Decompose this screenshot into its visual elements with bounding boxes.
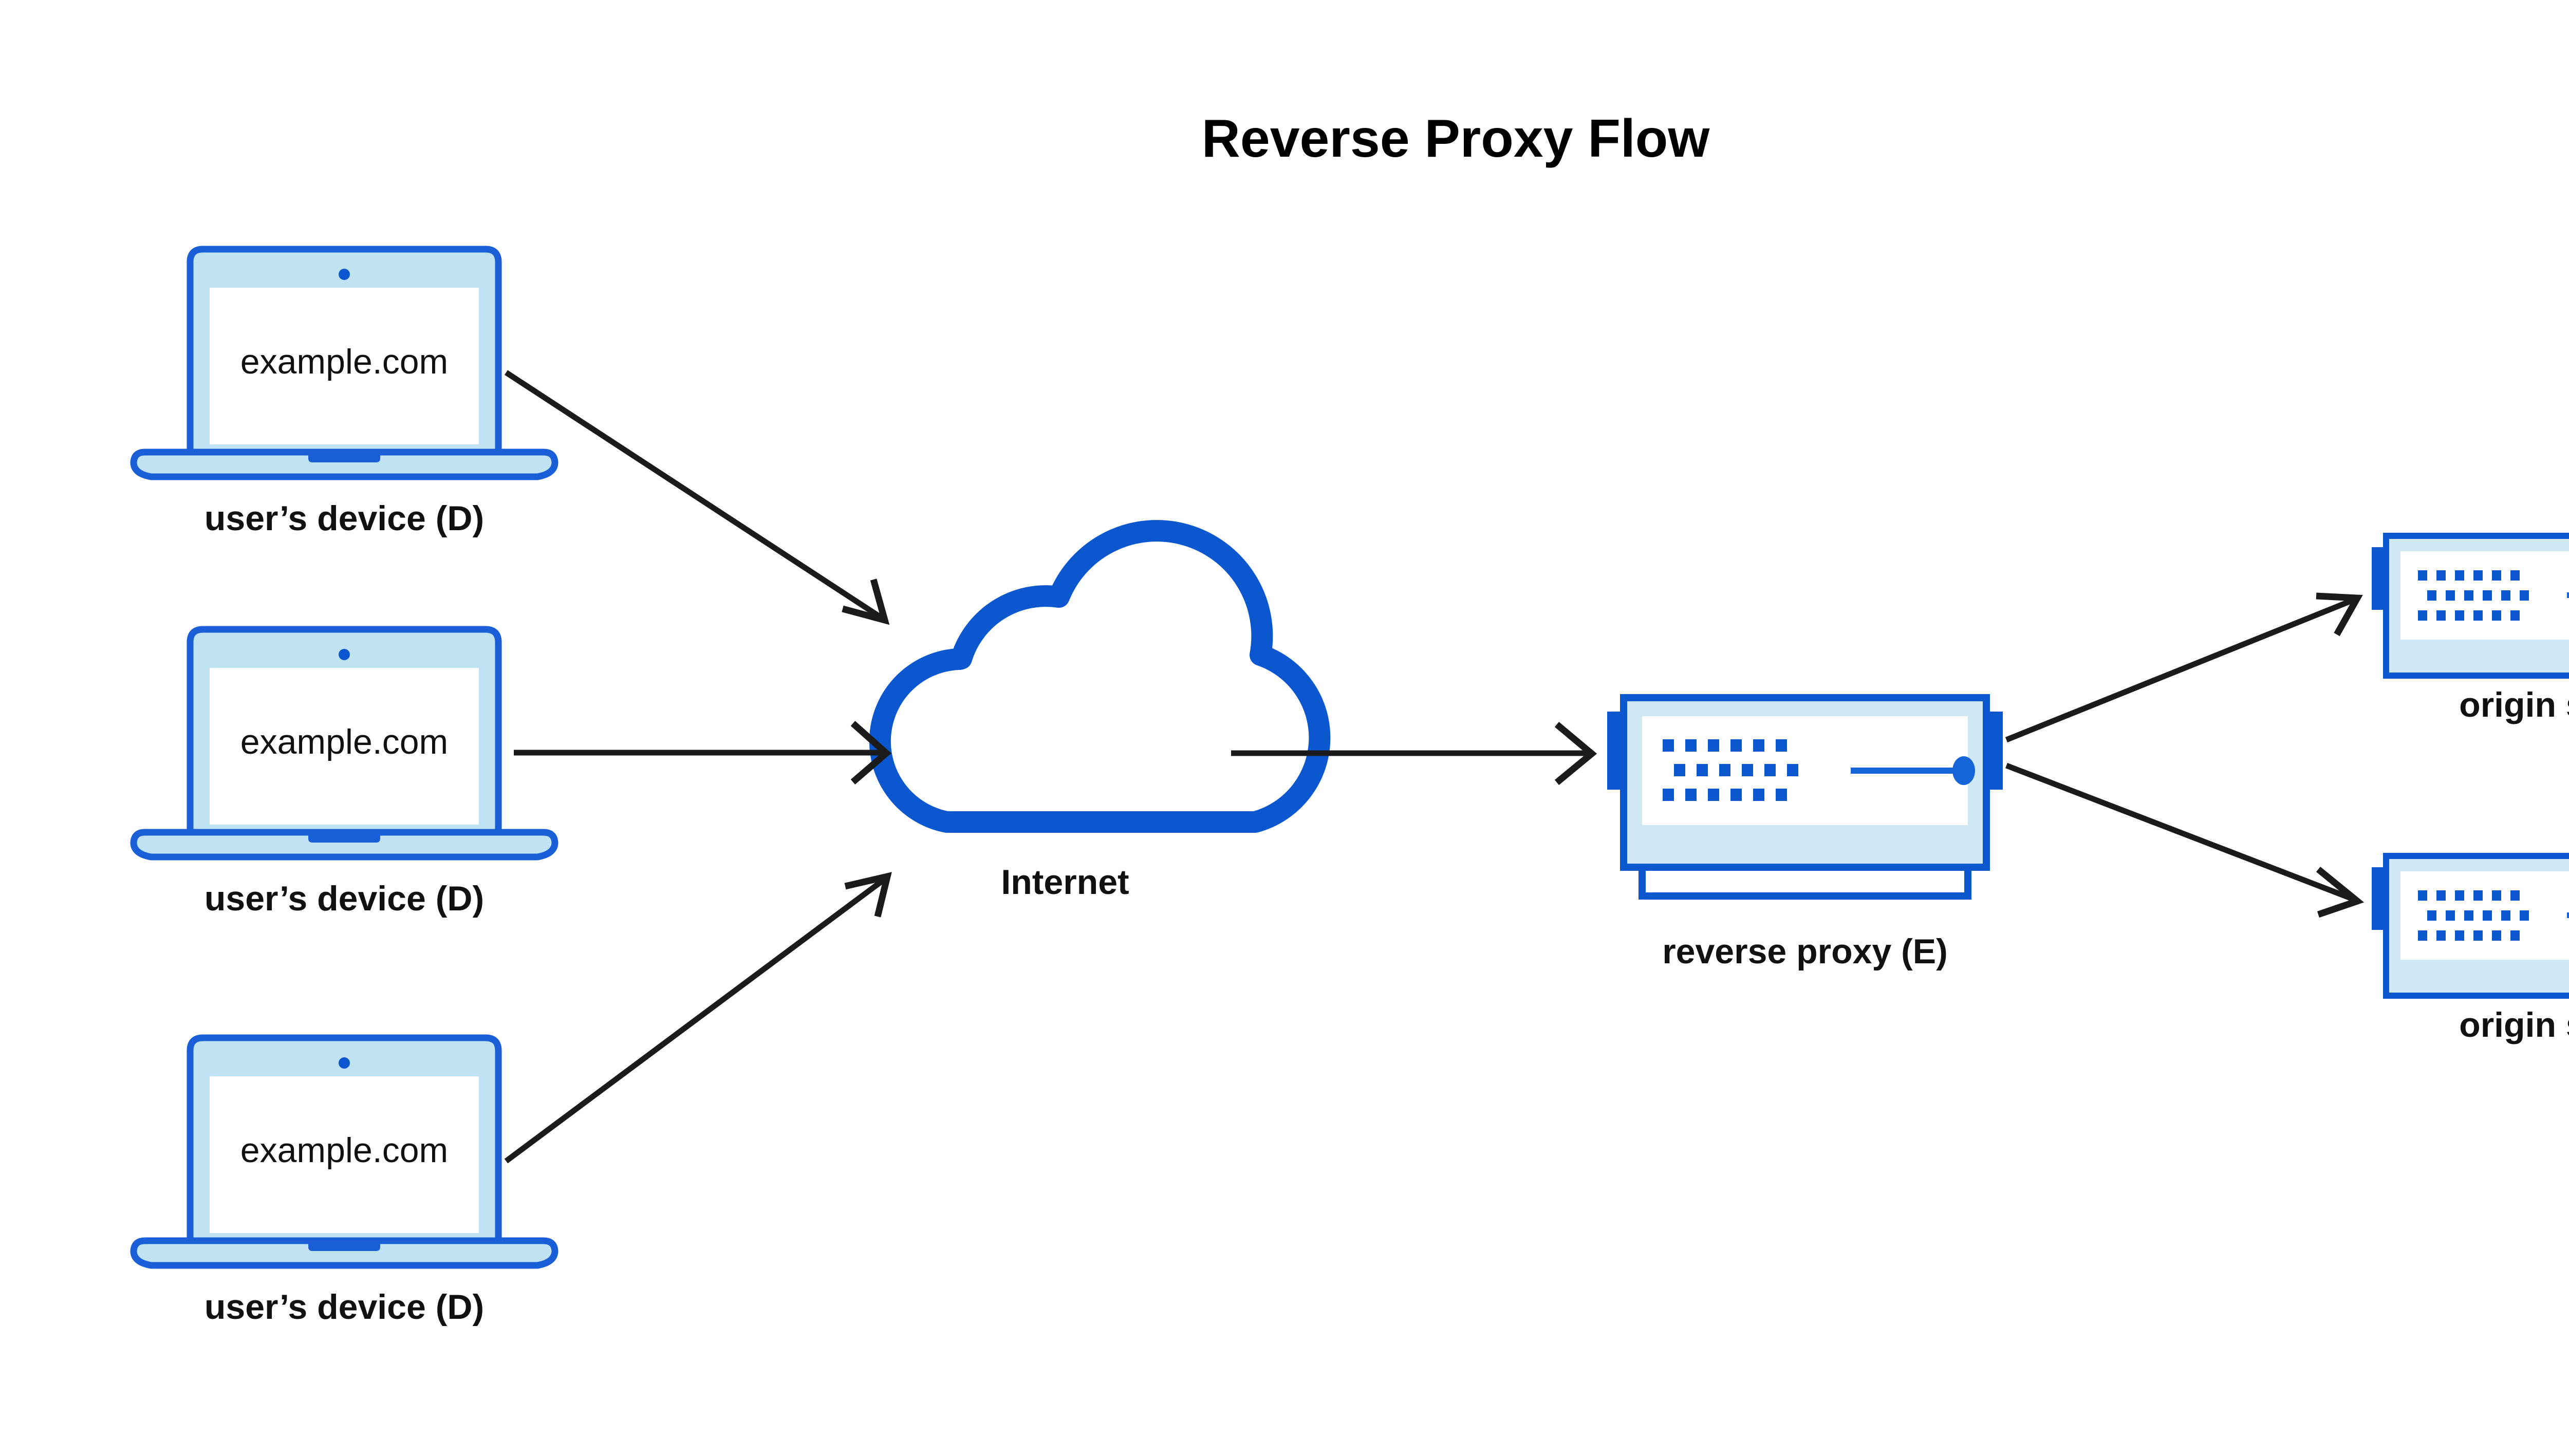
edge-device-bottom-to-internet bbox=[504, 872, 892, 1164]
origin-bottom-label: origin server (F) bbox=[2459, 1005, 2569, 1044]
server-status-dot bbox=[1952, 756, 1975, 785]
device-middle[interactable]: example.com user’s device (D) bbox=[130, 626, 559, 918]
server-status-line bbox=[1851, 768, 1953, 774]
edge-device-top-to-internet bbox=[504, 370, 890, 625]
server-status-line bbox=[2567, 592, 2569, 598]
internet-label: Internet bbox=[1001, 863, 1129, 902]
reverse-proxy-label: reverse proxy (E) bbox=[1662, 932, 1948, 971]
laptop-camera-icon bbox=[339, 1057, 350, 1069]
laptop-screen bbox=[210, 668, 479, 825]
device-bottom[interactable]: example.com user’s device (D) bbox=[130, 1034, 559, 1327]
edge-proxy-to-origin-bottom bbox=[2005, 762, 2365, 918]
server-status-line bbox=[2567, 912, 2569, 918]
laptop-screen bbox=[210, 288, 479, 444]
server-vent-grid bbox=[2418, 890, 2529, 941]
laptop-camera-icon bbox=[339, 269, 350, 280]
device-bottom-label: user’s device (D) bbox=[204, 1287, 484, 1327]
origin-bottom[interactable]: origin server (F) bbox=[2372, 853, 2569, 1044]
edge-internet-to-proxy bbox=[1231, 722, 1597, 786]
laptop-base bbox=[130, 829, 559, 861]
laptop-trackpad-notch bbox=[308, 452, 380, 462]
laptop-screen bbox=[210, 1076, 479, 1233]
server-vent-grid bbox=[2418, 570, 2529, 621]
origin-top[interactable]: origin server (F) bbox=[2372, 533, 2569, 724]
reverse-proxy[interactable]: reverse proxy (E) bbox=[1607, 694, 2003, 971]
edge-device-middle-to-internet bbox=[514, 721, 891, 785]
origin-top-label: origin server (F) bbox=[2459, 685, 2569, 724]
page-title: Reverse Proxy Flow bbox=[1202, 109, 1710, 169]
device-middle-label: user’s device (D) bbox=[204, 879, 484, 918]
cloud-icon bbox=[869, 520, 1331, 833]
screen-url-text: example.com bbox=[240, 342, 448, 381]
screen-url-text: example.com bbox=[240, 722, 448, 761]
screen-url-text: example.com bbox=[240, 1131, 448, 1170]
server-vent-grid bbox=[1663, 739, 1798, 801]
laptop-camera-icon bbox=[339, 649, 350, 660]
laptop-trackpad-notch bbox=[308, 832, 380, 843]
device-top-label: user’s device (D) bbox=[204, 499, 484, 538]
laptop-base bbox=[130, 1237, 559, 1269]
device-top[interactable]: example.com user’s device (D) bbox=[130, 246, 559, 538]
edge-proxy-to-origin-top bbox=[2005, 592, 2363, 743]
internet-cloud[interactable]: Internet bbox=[869, 520, 1331, 902]
laptop-trackpad-notch bbox=[308, 1241, 380, 1251]
laptop-base bbox=[130, 449, 559, 480]
